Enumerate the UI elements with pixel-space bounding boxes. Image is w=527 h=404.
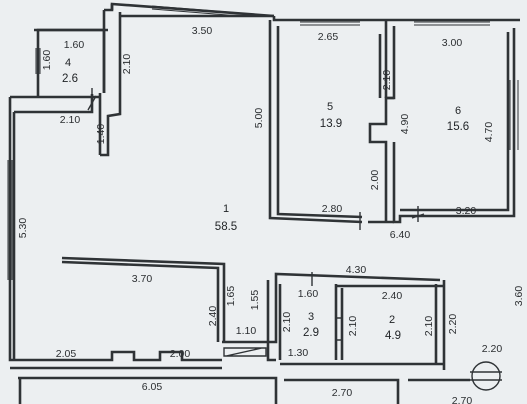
room-1-number: 1: [223, 203, 229, 215]
dim-label: 1.55: [249, 290, 261, 311]
room-3-area: 2.9: [303, 327, 319, 339]
dim-label: 2.00: [369, 170, 381, 191]
details: [7, 5, 519, 391]
dim-label: 1.60: [64, 39, 85, 51]
dim-label: 2.70: [452, 395, 473, 404]
room-labels: 4 2.6 5 13.9 6 15.6 1 58.5 3 2.9 2 4.9: [62, 57, 469, 342]
dim-label: 2.05: [56, 348, 77, 360]
dim-label: 1.60: [41, 50, 53, 71]
room-1-area: 58.5: [215, 221, 237, 233]
dimension-labels: 3.50 2.65 3.00 1.60 1.60 2.10 2.10 1.40 …: [17, 25, 525, 404]
dim-label: 6.05: [142, 381, 163, 393]
dim-label: 3.60: [513, 286, 525, 307]
dim-label: 2.10: [281, 312, 293, 333]
dim-label: 2.00: [170, 348, 191, 360]
dim-label: 2.10: [423, 316, 435, 337]
dim-label: 1.40: [95, 124, 107, 145]
dim-label: 1.60: [298, 288, 319, 300]
dim-label: 4.30: [346, 264, 367, 276]
dim-label: 4.90: [399, 114, 411, 135]
dim-label: 1.65: [225, 286, 237, 307]
room-6-area: 15.6: [447, 121, 469, 133]
dim-label: 2.10: [347, 316, 359, 337]
room-4-number: 4: [65, 57, 71, 69]
dim-label: 2.40: [382, 290, 403, 302]
dim-label: 3.50: [192, 25, 213, 37]
dim-label: 3.70: [132, 273, 153, 285]
dim-label: 5.00: [253, 108, 265, 129]
room-3-number: 3: [308, 311, 314, 323]
dim-label: 2.80: [322, 203, 343, 215]
dim-label: 2.65: [318, 31, 339, 43]
dim-label: 3.20: [456, 205, 477, 217]
dim-label: 2.40: [207, 306, 219, 327]
dim-label: 4.70: [483, 122, 495, 143]
dim-label: 2.70: [332, 387, 353, 399]
dim-label: 5.30: [17, 218, 29, 239]
room-5-number: 5: [327, 101, 333, 113]
dim-label: 2.10: [121, 54, 133, 75]
room-2-number: 2: [389, 314, 395, 326]
dim-label: 1.10: [236, 325, 257, 337]
dim-label: 2.10: [381, 70, 393, 91]
dim-label: 1.30: [288, 347, 309, 359]
dim-label: 3.00: [442, 37, 463, 49]
dim-label: 6.40: [390, 229, 411, 241]
walls: [8, 2, 520, 404]
dim-label: 2.20: [482, 343, 503, 355]
room-6-number: 6: [455, 105, 461, 117]
room-5-area: 13.9: [320, 118, 342, 130]
dim-label: 2.10: [60, 114, 81, 126]
room-2-area: 4.9: [385, 330, 401, 342]
dim-label: 2.20: [447, 314, 459, 335]
room-4-area: 2.6: [62, 73, 78, 85]
